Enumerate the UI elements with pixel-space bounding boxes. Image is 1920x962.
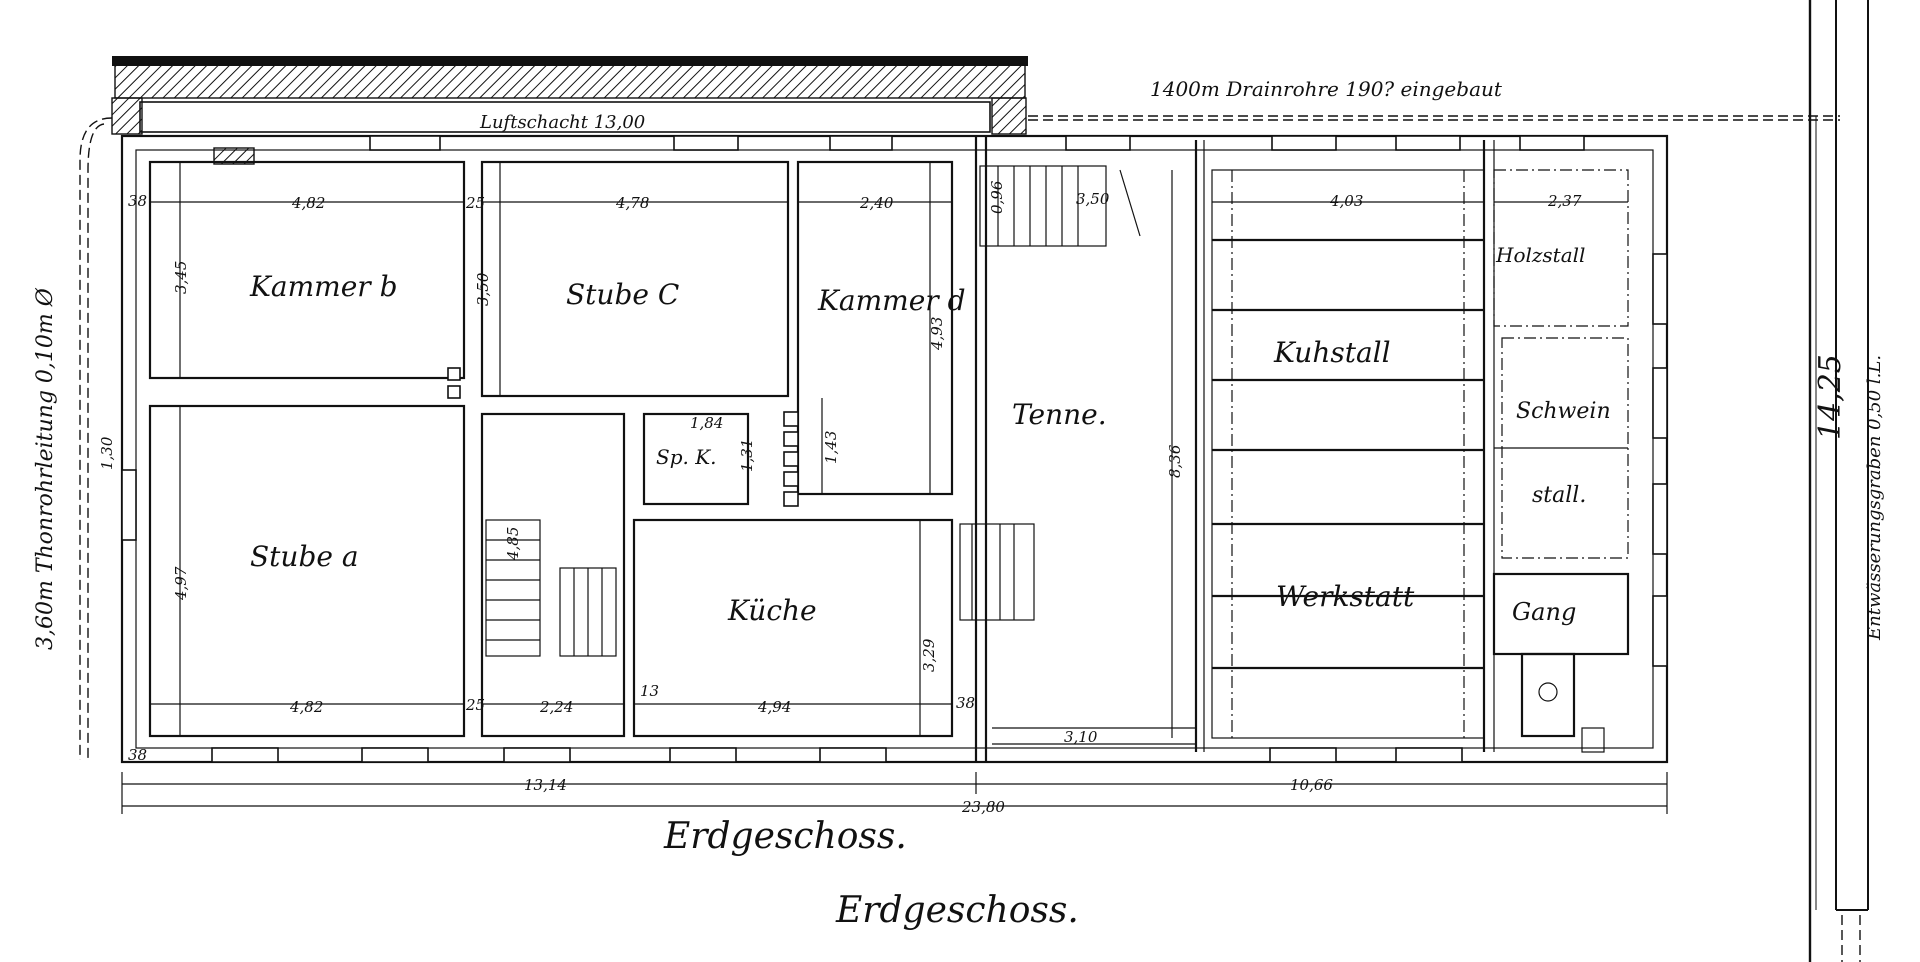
dim-stair-height: 4,85 xyxy=(504,527,522,561)
dim-stall-width: 4,03 xyxy=(1329,192,1363,210)
dim-spk-height-2: 1,43 xyxy=(822,431,840,464)
room-dimension-lines xyxy=(150,162,1628,745)
left-pipe-line xyxy=(79,117,113,760)
dim-kuche-width: 4,94 xyxy=(757,698,791,716)
stair-dimension: 0,96 xyxy=(988,180,1006,214)
dim-wall-25-b: 25 xyxy=(465,696,485,714)
room-schwein: Schwein xyxy=(1516,399,1611,424)
dim-tenne-top: 3,50 xyxy=(1076,190,1110,208)
right-total-dimension: 14,25 xyxy=(1813,354,1848,440)
room-holzstall: Holzstall xyxy=(1495,243,1585,267)
annotations: 1400m Drainrohre 190? eingebaut Luftscha… xyxy=(33,77,1885,650)
dim-wall-13: 13 xyxy=(640,682,659,700)
dim-spk-width: 1,84 xyxy=(690,414,723,432)
dim-total: 23,80 xyxy=(961,798,1005,816)
dim-kammer-b-width: 4,82 xyxy=(291,194,325,212)
room-werkstatt: Werkstatt xyxy=(1276,580,1415,613)
dim-wall-25-a: 25 xyxy=(465,194,485,212)
drain-annotation: 1400m Drainrohre 190? eingebaut xyxy=(1150,77,1503,101)
room-stall: stall. xyxy=(1532,483,1586,508)
dim-kuche-height: 3,29 xyxy=(920,638,938,672)
title-main: Erdgeschoss. xyxy=(663,816,907,857)
room-kuche: Küche xyxy=(727,594,817,627)
room-sp-k: Sp. K. xyxy=(656,445,717,469)
dim-stair-width: 2,24 xyxy=(539,698,573,716)
air-shaft xyxy=(111,56,1028,135)
dim-stube-a-height: 4,97 xyxy=(172,566,190,601)
barn-section xyxy=(959,140,1205,752)
windows xyxy=(121,135,1668,763)
stairs xyxy=(485,519,617,657)
stall-section xyxy=(1211,140,1630,753)
dimension-labels: 4,82 3,45 4,78 3,50 2,40 4,93 4,97 4,82 … xyxy=(128,190,1582,816)
room-kammer-b: Kammer b xyxy=(249,270,398,303)
room-kammer-d: Kammer d xyxy=(817,284,966,317)
residential-rooms xyxy=(148,147,954,738)
right-ditch xyxy=(1808,0,1869,962)
title-secondary: Erdgeschoss. xyxy=(835,890,1079,931)
dim-total-left: 13,14 xyxy=(524,776,567,794)
room-stube-a: Stube a xyxy=(250,540,359,573)
dim-kammer-b-height: 3,45 xyxy=(172,261,190,294)
dim-wall-38-b: 38 xyxy=(128,746,147,764)
dim-kammer-d-width: 2,40 xyxy=(859,194,894,212)
room-tenne: Tenne. xyxy=(1012,398,1107,431)
room-kuhstall: Kuhstall xyxy=(1273,336,1391,369)
room-stube-c: Stube C xyxy=(566,278,679,311)
dim-stube-c-height: 3,50 xyxy=(474,272,492,306)
dim-wall-38-c: 38 xyxy=(956,694,975,712)
dim-tenne-bottom: 3,10 xyxy=(1064,728,1098,746)
room-labels: Kammer b Stube C Kammer d Stube a Sp. K.… xyxy=(249,243,1611,627)
shaft-label: Luftschacht 13,00 xyxy=(479,112,645,133)
dim-wall-38-a: 38 xyxy=(128,192,147,210)
drain-pipe-line xyxy=(1028,115,1840,121)
chimney-flues xyxy=(213,147,799,507)
ditch-annotation: Entwässerungsgraben 0,50 l.L. xyxy=(1864,355,1885,641)
overall-dimension-lines xyxy=(121,772,1668,814)
room-gang: Gang xyxy=(1512,598,1576,626)
titles: Erdgeschoss. Erdgeschoss. xyxy=(663,816,1079,931)
dim-kammer-d-height: 4,93 xyxy=(928,317,946,351)
left-small-dimension: 1,30 xyxy=(98,436,116,470)
dim-spk-height: 1,31 xyxy=(738,439,756,472)
dim-tenne-height: 8,36 xyxy=(1166,444,1184,478)
dim-stube-a-width: 4,82 xyxy=(289,698,323,716)
dim-holzstall-width: 2,37 xyxy=(1547,192,1582,210)
left-pipe-annotation: 3,60m Thonrohrleitung 0,10m Ø xyxy=(33,287,58,650)
dim-stube-c-width: 4,78 xyxy=(615,194,649,212)
building-outline xyxy=(120,134,1669,764)
dim-total-right: 10,66 xyxy=(1290,776,1333,794)
